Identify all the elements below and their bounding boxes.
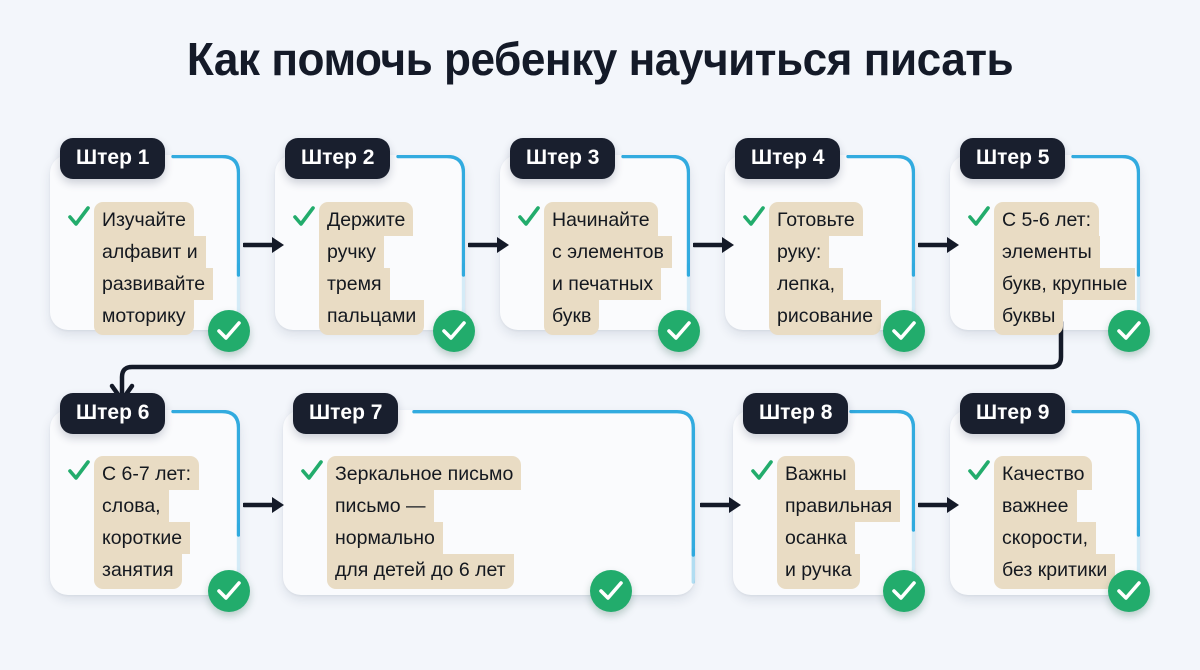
badge-check-icon — [1117, 321, 1141, 340]
arrow-step8-to-step9 — [918, 497, 959, 513]
step-text-9: Качество важнее скорости, без критики — [994, 456, 1116, 589]
step-check-badge-9 — [1108, 570, 1150, 612]
text-line: буквы — [994, 300, 1064, 335]
text-line: для детей до 6 лет — [327, 554, 514, 589]
text-line: С 6-7 лет: — [94, 456, 200, 490]
badge-check-icon — [892, 581, 916, 600]
step-text-2: Держите ручку тремя пальцами — [319, 202, 425, 335]
badge-check-icon — [599, 581, 623, 600]
text-line: скорости, — [994, 522, 1097, 554]
check-mark-icon — [743, 206, 765, 226]
text-line: Держите — [319, 202, 414, 236]
badge-check-icon — [1117, 581, 1141, 600]
text-line: пальцами — [319, 300, 425, 335]
step-check-badge-2 — [433, 310, 475, 352]
check-mark-icon — [968, 460, 990, 480]
step-badge-4[interactable]: Штер 4 — [735, 138, 841, 179]
arrow-step2-to-step3 — [468, 237, 509, 253]
text-line: Зеркальное письмо — [327, 456, 522, 490]
text-line: и ручка — [777, 554, 860, 589]
step-check-badge-4 — [883, 310, 925, 352]
step-text-6: С 6-7 лет: слова, короткие занятия — [94, 456, 200, 589]
badge-check-icon — [217, 321, 241, 340]
text-line: С 5-6 лет: — [994, 202, 1100, 236]
text-line: важнее — [994, 490, 1077, 522]
step-text-4: Готовьте руку: лепка, рисование — [769, 202, 882, 335]
text-line: слова, — [94, 490, 169, 522]
step-check-badge-3 — [658, 310, 700, 352]
text-line: с элементов — [544, 236, 672, 268]
step-badge-9[interactable]: Штер 9 — [960, 393, 1066, 434]
step-check-badge-5 — [1108, 310, 1150, 352]
arrow-step7-to-step8 — [700, 497, 741, 513]
step-badge-8[interactable]: Штер 8 — [743, 393, 849, 434]
text-line: нормально — [327, 522, 443, 554]
text-line: осанка — [777, 522, 856, 554]
step-badge-6[interactable]: Штер 6 — [60, 393, 166, 434]
text-line: букв, крупные — [994, 268, 1136, 300]
text-line: Готовьте — [769, 202, 863, 236]
check-mark-icon — [751, 460, 773, 480]
text-line: рисование — [769, 300, 882, 335]
step-text-3: Начинайте с элементов и печатных букв — [544, 202, 672, 335]
text-line: Начинайте — [544, 202, 658, 236]
text-line: тремя — [319, 268, 390, 300]
step-check-badge-7 — [590, 570, 632, 612]
check-mark-icon — [293, 206, 315, 226]
arrow-step6-to-step7 — [243, 497, 284, 513]
badge-check-icon — [892, 321, 916, 340]
text-line: алфавит и — [94, 236, 206, 268]
check-mark-icon — [968, 206, 990, 226]
page-title: Как помочь ребенку научиться писать — [186, 33, 1014, 85]
text-line: и печатных — [544, 268, 662, 300]
text-line: лепка, — [769, 268, 844, 300]
check-mark-icon — [518, 206, 540, 226]
badge-check-icon — [667, 321, 691, 340]
text-line: занятия — [94, 554, 182, 589]
badge-check-icon — [217, 581, 241, 600]
text-line: моторику — [94, 300, 194, 335]
step-badge-1[interactable]: Штер 1 — [60, 138, 166, 179]
step-check-badge-1 — [208, 310, 250, 352]
step-text-1: Изучайте алфавит и развивайте моторику — [94, 202, 214, 335]
step-badge-7[interactable]: Штер 7 — [293, 393, 399, 434]
check-mark-icon — [301, 460, 323, 480]
check-mark-icon — [68, 206, 90, 226]
text-line: руку: — [769, 236, 830, 268]
step-badge-2[interactable]: Штер 2 — [285, 138, 391, 179]
step-check-badge-6 — [208, 570, 250, 612]
step-badge-5[interactable]: Штер 5 — [960, 138, 1066, 179]
text-line: Важны — [777, 456, 855, 490]
arrow-step1-to-step2 — [243, 237, 284, 253]
badge-check-icon — [442, 321, 466, 340]
step-badge-3[interactable]: Штер 3 — [510, 138, 616, 179]
text-line: без критики — [994, 554, 1116, 589]
text-line: письмо — — [327, 490, 434, 522]
arrow-step3-to-step4 — [693, 237, 734, 253]
text-line: правильная — [777, 490, 901, 522]
text-line: ручку — [319, 236, 385, 268]
step-text-7: Зеркальное письмо письмо — нормально для… — [327, 456, 522, 589]
text-line: развивайте — [94, 268, 214, 300]
text-line: элементы — [994, 236, 1100, 268]
check-mark-icon — [68, 460, 90, 480]
step-check-badge-8 — [883, 570, 925, 612]
arrow-step4-to-step5 — [918, 237, 959, 253]
text-line: букв — [544, 300, 600, 335]
step-text-8: Важны правильная осанка и ручка — [777, 456, 901, 589]
text-line: короткие — [94, 522, 191, 554]
text-line: Изучайте — [94, 202, 194, 236]
text-line: Качество — [994, 456, 1093, 490]
